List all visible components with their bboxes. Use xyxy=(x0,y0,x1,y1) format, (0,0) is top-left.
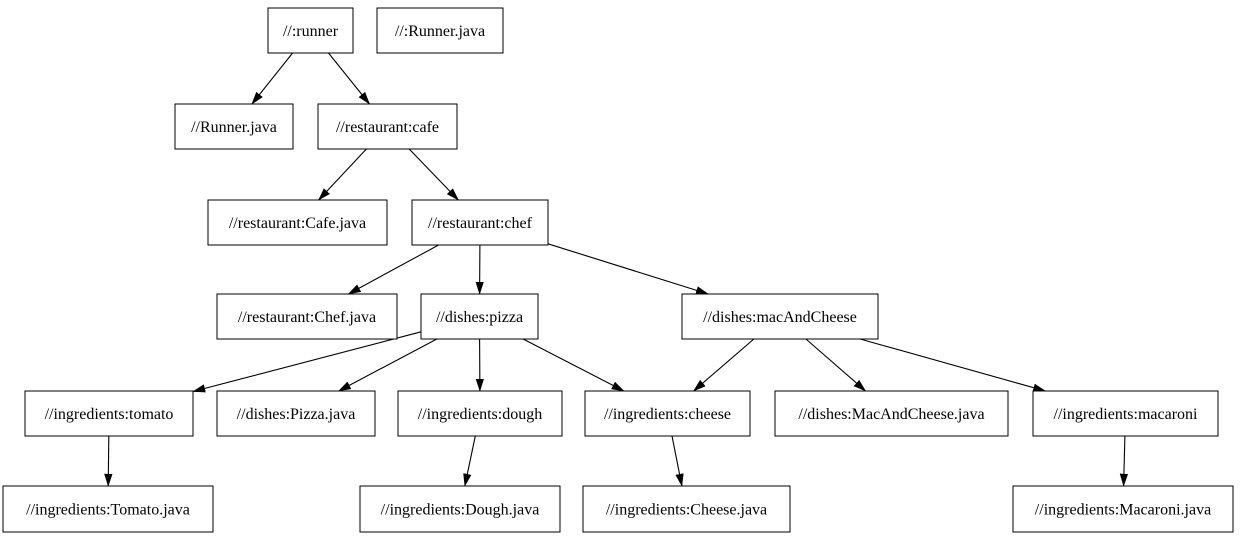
edge-runner-to-runner_java xyxy=(251,52,294,105)
graph-node-cheese_java: //ingredients:Cheese.java xyxy=(582,485,791,533)
edge-cheese-to-cheese_java xyxy=(671,435,684,487)
edge-cafe-to-cafe_java xyxy=(318,148,367,201)
node-label-chef_java: //restaurant:Chef.java xyxy=(238,309,376,326)
edge-tomato-to-tomato_java xyxy=(104,435,113,487)
node-box-macandcheese_java xyxy=(774,390,1009,437)
node-label-tomato: //ingredients:tomato xyxy=(45,406,174,423)
node-label-macandcheese: //dishes:macAndCheese xyxy=(703,309,857,326)
graph-node-macaroni: //ingredients:macaroni xyxy=(1032,390,1219,437)
node-box-cafe_java xyxy=(207,199,388,246)
node-label-pizza_java: //dishes:Pizza.java xyxy=(237,406,356,423)
graph-node-cheese: //ingredients:cheese xyxy=(584,390,751,437)
node-box-chef_java xyxy=(216,293,398,340)
node-box-macaroni_java xyxy=(1012,485,1234,533)
node-label-runner_java_top: //:Runner.java xyxy=(395,23,485,40)
edge-macandcheese-to-cheese xyxy=(693,338,755,392)
graph-node-cafe_java: //restaurant:Cafe.java xyxy=(207,199,388,246)
node-box-tomato_java xyxy=(2,485,214,533)
graph-node-dough_java: //ingredients:Dough.java xyxy=(359,485,561,533)
nodes-layer: //:runner //:Runner.java //Runner.java //re… xyxy=(2,7,1234,533)
node-box-chef xyxy=(411,199,549,246)
edge-cafe-to-chef xyxy=(408,148,459,201)
edge-pizza-to-cheese xyxy=(522,338,625,392)
graph-node-tomato_java: //ingredients:Tomato.java xyxy=(2,485,214,533)
node-label-dough_java: //ingredients:Dough.java xyxy=(381,502,540,519)
node-box-runner_java_top xyxy=(376,7,504,54)
graph-node-chef_java: //restaurant:Chef.java xyxy=(216,293,398,340)
node-label-macaroni: //ingredients:macaroni xyxy=(1054,406,1199,423)
node-label-tomato_java: //ingredients:Tomato.java xyxy=(26,502,190,519)
node-box-tomato xyxy=(24,390,194,437)
graph-node-chef: //restaurant:chef xyxy=(411,199,549,246)
node-box-pizza xyxy=(420,293,539,340)
edge-macandcheese-to-macandcheese_java xyxy=(805,338,867,392)
graph-node-macaroni_java: //ingredients:Macaroni.java xyxy=(1012,485,1234,533)
node-box-cheese_java xyxy=(582,485,791,533)
graph-node-cafe: //restaurant:cafe xyxy=(317,103,458,150)
graph-node-tomato: //ingredients:tomato xyxy=(24,390,194,437)
edge-chef-to-macandcheese xyxy=(547,243,709,295)
node-label-pizza: //dishes:pizza xyxy=(436,309,523,326)
node-label-chef: //restaurant:chef xyxy=(428,215,533,232)
node-box-dough xyxy=(397,390,563,437)
node-label-cafe: //restaurant:cafe xyxy=(336,119,439,136)
node-box-macandcheese xyxy=(681,293,879,340)
graph-node-runner_java: //Runner.java xyxy=(174,103,294,150)
graph-node-runner: //:runner xyxy=(267,7,354,54)
node-box-dough_java xyxy=(359,485,561,533)
edge-runner-to-cafe xyxy=(328,52,370,105)
node-label-macaroni_java: //ingredients:Macaroni.java xyxy=(1035,502,1211,519)
graph-node-macandcheese: //dishes:macAndCheese xyxy=(681,293,879,340)
node-label-dough: //ingredients:dough xyxy=(418,406,542,423)
node-label-cheese_java: //ingredients:Cheese.java xyxy=(606,502,767,519)
graph-node-pizza_java: //dishes:Pizza.java xyxy=(216,390,376,437)
edge-macandcheese-to-macaroni xyxy=(859,338,1047,392)
node-box-pizza_java xyxy=(216,390,376,437)
graph-node-pizza: //dishes:pizza xyxy=(420,293,539,340)
node-box-macaroni xyxy=(1032,390,1219,437)
edge-pizza-to-pizza_java xyxy=(337,338,438,392)
edge-pizza-to-tomato xyxy=(192,331,422,393)
node-label-macandcheese_java: //dishes:MacAndCheese.java xyxy=(798,406,984,423)
graph-node-macandcheese_java: //dishes:MacAndCheese.java xyxy=(774,390,1009,437)
node-label-runner_java: //Runner.java xyxy=(191,119,277,136)
node-box-cafe xyxy=(317,103,458,150)
node-box-runner xyxy=(267,7,354,54)
node-box-cheese xyxy=(584,390,751,437)
node-label-cafe_java: //restaurant:Cafe.java xyxy=(229,215,366,232)
edge-macaroni-to-macaroni_java xyxy=(1119,435,1129,487)
node-label-cheese: //ingredients:cheese xyxy=(604,406,731,423)
node-label-runner: //:runner xyxy=(283,23,339,40)
graph-node-runner_java_top: //:Runner.java xyxy=(376,7,504,54)
node-box-runner_java xyxy=(174,103,294,150)
edges-layer xyxy=(104,52,1129,487)
graph-node-dough: //ingredients:dough xyxy=(397,390,563,437)
edge-chef-to-chef_java xyxy=(347,244,439,295)
edge-dough-to-dough_java xyxy=(463,435,476,487)
